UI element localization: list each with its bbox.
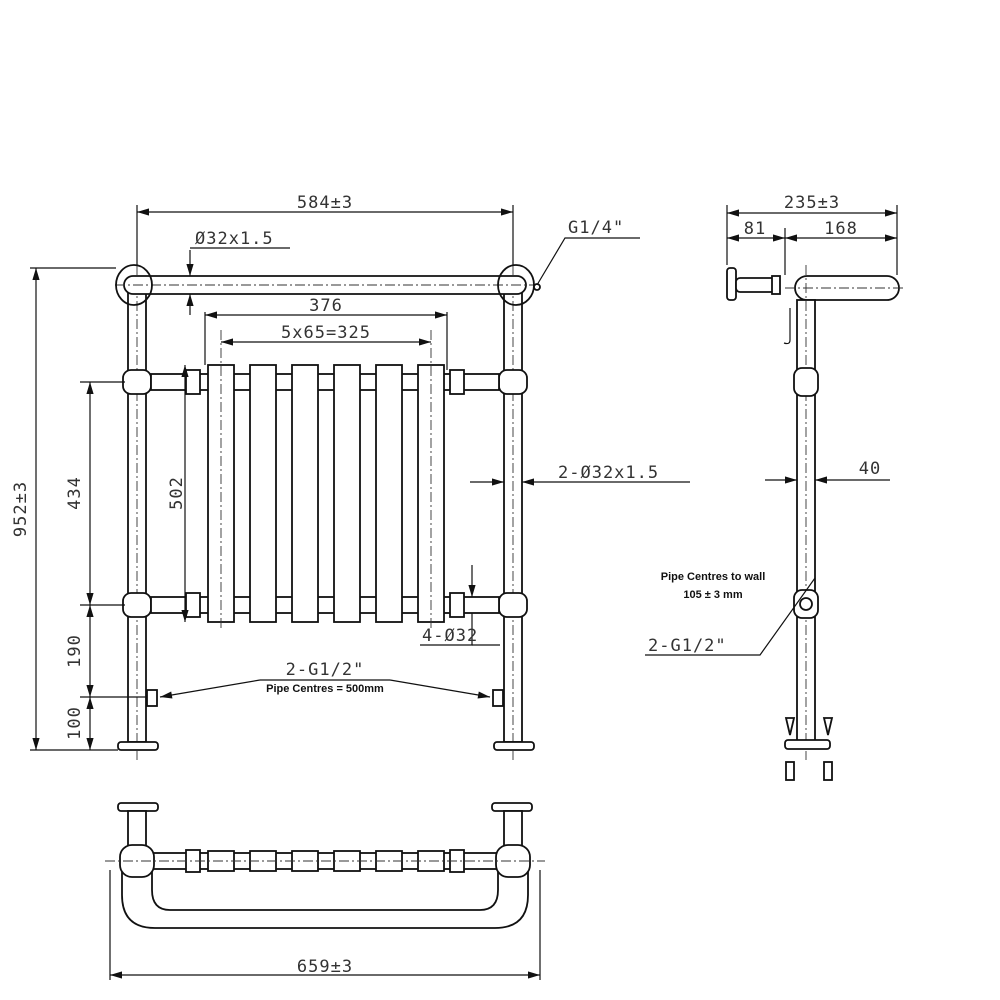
dim-arm-depth: 168 (824, 219, 858, 239)
dim-top-rail-tube: Ø32x1.5 (195, 229, 274, 249)
radiator-columns (207, 330, 445, 630)
right-valve (492, 689, 504, 707)
side-view: 235±3 81 168 40 Pipe Centres to wall 105… (645, 193, 905, 781)
dim-radiator-height: 502 (167, 476, 187, 510)
note-pipe-centres-wall-value: 105 ± 3 mm (683, 589, 742, 601)
screw-icons (784, 717, 834, 781)
label-side-valve-thread: 2-G1/2" (648, 636, 727, 656)
right-foot (493, 741, 535, 751)
dim-post-width: 40 (859, 459, 881, 479)
left-valve (146, 689, 158, 707)
dim-overall-width: 584±3 (297, 193, 353, 213)
dim-post-tube: 2-Ø32x1.5 (558, 463, 659, 483)
left-foot (117, 741, 159, 751)
dim-column-pitch: 5x65=325 (281, 323, 371, 343)
dim-radiator-width: 376 (309, 296, 343, 316)
dim-header-tube: 4-Ø32 (422, 626, 478, 646)
note-pipe-centres: Pipe Centres = 500mm (266, 683, 384, 695)
label-valve-thread: 2-G1/2" (286, 660, 365, 680)
dim-overall-height: 952±3 (11, 481, 31, 537)
dim-overall-depth: 235±3 (784, 193, 840, 213)
note-pipe-centres-wall: Pipe Centres to wall (661, 571, 766, 583)
dim-valve-height: 100 (65, 706, 85, 740)
collars (122, 369, 528, 618)
front-view: 584±3 Ø32x1.5 376 5x65=325 G1/4" 502 434… (11, 193, 690, 760)
headers (150, 369, 500, 618)
wall-bracket (726, 267, 737, 301)
dim-lower-to-valve: 190 (65, 634, 85, 668)
plan-view: 659±3 (105, 802, 545, 980)
dim-header-centres: 434 (65, 476, 85, 510)
label-vent: G1/4" (568, 218, 624, 238)
dim-bracket-depth: 81 (744, 219, 766, 239)
dim-plan-width: 659±3 (297, 957, 353, 977)
side-foot (784, 739, 831, 750)
